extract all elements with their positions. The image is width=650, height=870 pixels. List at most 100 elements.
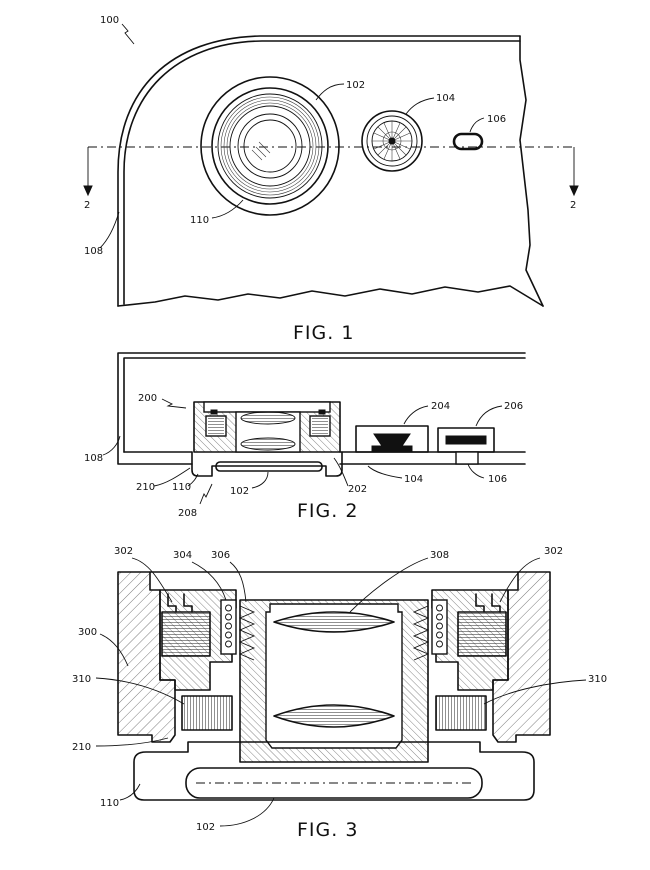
ref-302a: 302 bbox=[114, 546, 133, 557]
flash-base bbox=[371, 445, 413, 453]
leader-104 bbox=[405, 97, 435, 115]
housing-300 bbox=[117, 571, 176, 743]
ref-304: 304 bbox=[173, 550, 192, 561]
ref-204: 204 bbox=[431, 401, 450, 412]
ref-310a: 310 bbox=[72, 674, 91, 685]
figure-3: 302 304 306 308 302 300 310 310 210 110 … bbox=[72, 546, 607, 841]
ref-106: 106 bbox=[488, 474, 507, 485]
fig2-flash-module bbox=[355, 425, 429, 453]
camera-module-200 bbox=[193, 401, 341, 453]
leader-300 bbox=[99, 633, 129, 667]
leader-106b bbox=[467, 463, 485, 479]
ref-206: 206 bbox=[504, 401, 523, 412]
flash-center bbox=[382, 131, 402, 151]
ref-104: 104 bbox=[436, 93, 455, 104]
leader-102 bbox=[315, 83, 345, 101]
leader-110b bbox=[187, 473, 199, 487]
leader-208 bbox=[199, 483, 213, 505]
fig2-coil-right-fill bbox=[312, 418, 328, 434]
ref-202: 202 bbox=[348, 484, 367, 495]
ref-106: 106 bbox=[487, 114, 506, 125]
camera-ring bbox=[229, 105, 311, 187]
ref-110: 110 bbox=[172, 482, 191, 493]
fig2-camera-window bbox=[215, 461, 323, 472]
leader-110 bbox=[211, 199, 244, 219]
fig2-pad bbox=[318, 409, 326, 415]
fig-3-caption: FIG. 3 bbox=[297, 819, 358, 841]
figure-2: 200 204 206 108 210 110 102 202 104 106 … bbox=[84, 352, 526, 522]
leader-108b bbox=[102, 435, 121, 456]
ref-108: 108 bbox=[84, 246, 103, 257]
spring-304-right bbox=[431, 599, 448, 655]
fig2-lens-lower bbox=[240, 437, 296, 451]
mic-port bbox=[455, 451, 479, 465]
flash-center-dot bbox=[388, 137, 396, 145]
fig2-microphone bbox=[437, 427, 495, 465]
leader-308 bbox=[349, 557, 429, 613]
ref-210: 210 bbox=[72, 742, 91, 753]
spring-dots-right bbox=[436, 604, 443, 648]
ref-200: 200 bbox=[138, 393, 157, 404]
ref-102: 102 bbox=[196, 822, 215, 833]
device-housing-outline bbox=[117, 35, 521, 307]
module-top-recess bbox=[203, 401, 331, 413]
ref-100: 100 bbox=[100, 15, 119, 26]
leader-204 bbox=[403, 405, 429, 425]
leader-200 bbox=[161, 398, 187, 409]
section-arrow-left-head bbox=[83, 185, 93, 197]
camera-ring bbox=[220, 96, 320, 196]
coil-302-left-cap bbox=[167, 593, 193, 613]
ref-102: 102 bbox=[230, 486, 249, 497]
lens-glare bbox=[251, 141, 271, 161]
leader-110c bbox=[119, 783, 141, 801]
ref-102: 102 bbox=[346, 80, 365, 91]
camera-ring bbox=[226, 102, 314, 190]
camera-trim-ring bbox=[200, 76, 340, 216]
ref-110: 110 bbox=[100, 798, 119, 809]
coil-302-left bbox=[161, 611, 211, 657]
leader-310b bbox=[483, 679, 587, 705]
lens-element-upper bbox=[273, 611, 395, 633]
block-310-right bbox=[435, 695, 487, 731]
ref-110: 110 bbox=[190, 215, 209, 226]
camera-ring bbox=[237, 113, 303, 179]
fig-2-caption: FIG. 2 bbox=[297, 500, 358, 522]
barrel-threads-right bbox=[412, 605, 430, 661]
leader-306 bbox=[229, 561, 247, 603]
microphone-port bbox=[452, 132, 484, 151]
leader-210b bbox=[95, 737, 169, 747]
leader-302a bbox=[131, 557, 173, 603]
device-housing-inner-edge bbox=[123, 40, 521, 305]
break-line-bottom bbox=[117, 285, 544, 307]
spring-dots-left bbox=[225, 604, 232, 648]
ref-208: 208 bbox=[178, 508, 197, 519]
section-arrow-right-head bbox=[569, 185, 579, 197]
cover-window-102 bbox=[185, 767, 483, 799]
lens-element-lower bbox=[273, 704, 395, 728]
flash-outer-ring bbox=[361, 110, 423, 172]
leader-102c bbox=[219, 797, 275, 827]
leader-202 bbox=[333, 457, 349, 487]
camera-lens-assembly bbox=[200, 76, 340, 216]
barrel-threads-left bbox=[238, 605, 256, 661]
fig2-trim-ring bbox=[191, 451, 343, 477]
leader-106 bbox=[469, 117, 485, 133]
housing-300-right bbox=[492, 571, 551, 743]
ref-310b: 310 bbox=[588, 674, 607, 685]
ref-302b: 302 bbox=[544, 546, 563, 557]
ref-104: 104 bbox=[404, 474, 423, 485]
leader-302b bbox=[499, 557, 541, 603]
leader-206 bbox=[475, 405, 503, 427]
fig2-pad bbox=[210, 409, 218, 415]
flash-module bbox=[361, 110, 423, 172]
coil-302-right bbox=[457, 611, 507, 657]
break-line-right bbox=[519, 35, 544, 307]
camera-lens-glass bbox=[243, 119, 297, 173]
trim-ring-110 bbox=[133, 741, 535, 801]
fig-1-caption: FIG. 1 bbox=[293, 322, 354, 344]
camera-window-outer bbox=[211, 87, 329, 205]
leader-104b bbox=[367, 465, 403, 479]
section-label-left: 2 bbox=[84, 200, 90, 211]
leader-102b bbox=[251, 471, 269, 489]
fig2-lens-upper bbox=[240, 411, 296, 425]
